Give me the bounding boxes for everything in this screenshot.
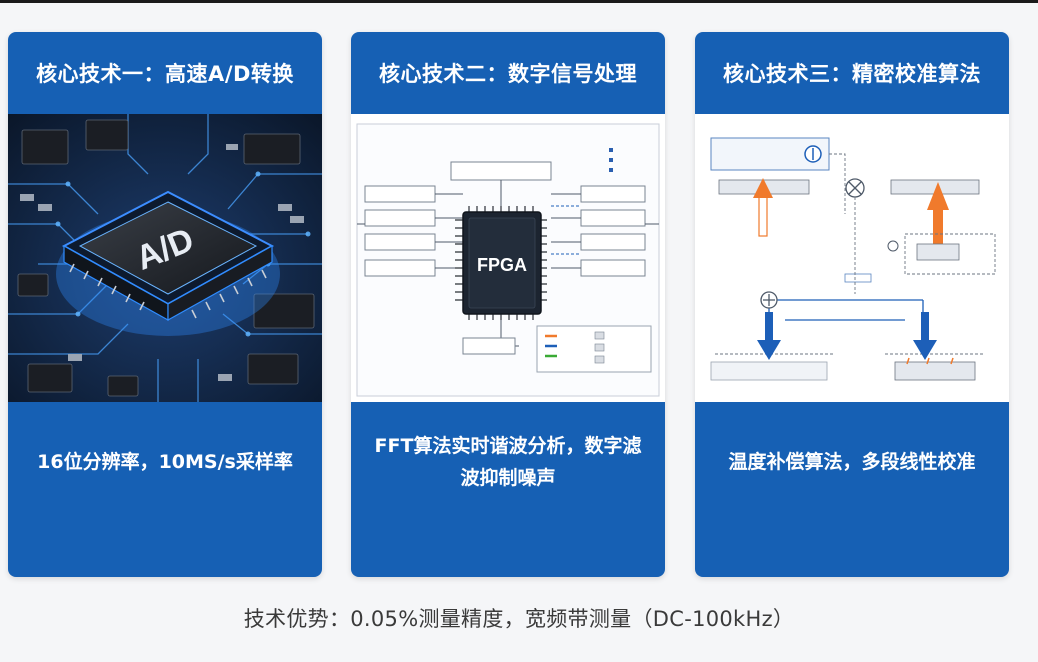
card-description: 温度补偿算法，多段线性校准: [728, 451, 976, 473]
ad-chip-illustration: A/D: [8, 114, 322, 402]
top-border: [0, 0, 1038, 3]
card-title: 核心技术一：高速A/D转换: [36, 62, 294, 86]
card-description: 16位分辨率，10MS/s采样率: [37, 451, 293, 473]
fpga-diagram-image: FPGA: [351, 114, 665, 402]
card-calibration: 核心技术三：精密校准算法: [695, 32, 1009, 577]
ad-chip-image: A/D: [8, 114, 322, 402]
card-ad-conversion: 核心技术一：高速A/D转换: [8, 32, 322, 577]
card-description: FFT算法实时谐波分析，数字滤波抑制噪声: [374, 435, 642, 489]
fpga-block-diagram: FPGA: [351, 114, 665, 402]
tech-advantage-footer: 技术优势：0.05%测量精度，宽频带测量（DC-100kHz）: [243, 607, 795, 631]
fpga-label: FPGA: [477, 255, 527, 275]
tech-cards: 核心技术一：高速A/D转换: [8, 32, 1010, 577]
calibration-diagram-image: [695, 114, 1009, 402]
card-title: 核心技术三：精密校准算法: [723, 62, 981, 86]
card-dsp: 核心技术二：数字信号处理: [351, 32, 665, 577]
calibration-diagram: [695, 114, 1009, 402]
card-title: 核心技术二：数字信号处理: [379, 62, 637, 86]
